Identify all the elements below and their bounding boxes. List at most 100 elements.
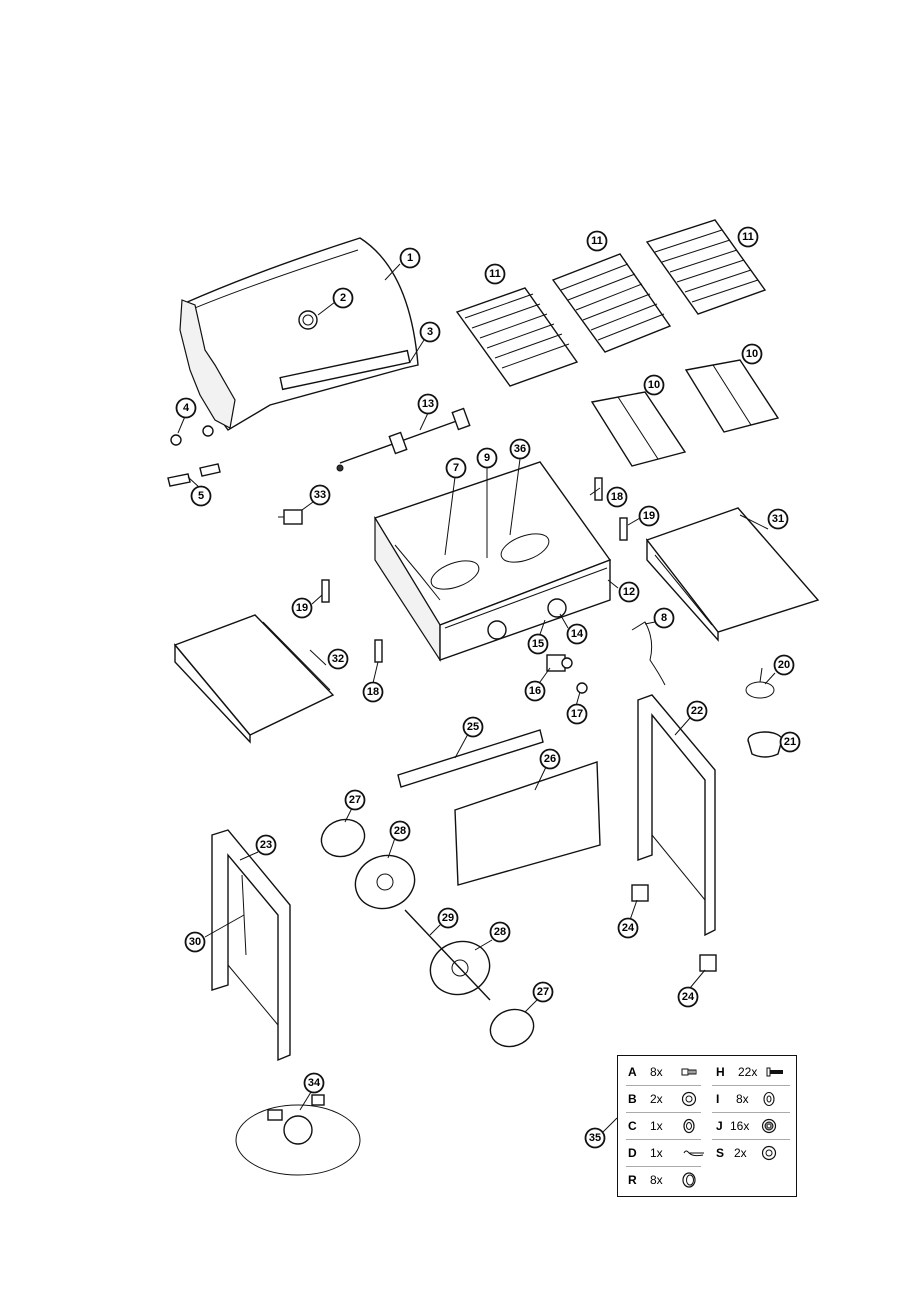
callout-29: 29 xyxy=(437,907,459,929)
right-frame-part xyxy=(637,694,716,937)
catch-pan-holder-part xyxy=(745,667,775,699)
svg-text:24: 24 xyxy=(622,922,635,934)
svg-text:18: 18 xyxy=(611,491,623,503)
callout-32: 32 xyxy=(327,648,349,670)
callout-36: 36 xyxy=(509,438,531,460)
svg-text:22: 22 xyxy=(691,705,703,717)
callout-26: 26 xyxy=(539,748,561,770)
valve-part xyxy=(546,654,588,694)
wheel-part xyxy=(354,854,491,996)
hardware-letter: R xyxy=(628,1173,637,1187)
hardware-qty: 1x xyxy=(650,1146,663,1160)
hardware-row-c: C 1x xyxy=(628,1116,708,1138)
callout-18b: 18 xyxy=(362,681,384,703)
hubcap-part xyxy=(320,818,535,1048)
svg-text:21: 21 xyxy=(784,736,796,748)
hardware-row-a: A 8x xyxy=(628,1062,708,1084)
hardware-letter: H xyxy=(716,1065,725,1079)
callout-27a: 27 xyxy=(344,789,366,811)
callout-11a: 11 xyxy=(484,263,506,285)
screw-icon xyxy=(681,1068,697,1076)
svg-text:35: 35 xyxy=(589,1132,601,1144)
svg-text:36: 36 xyxy=(514,443,526,455)
axle-part xyxy=(404,909,491,1001)
svg-text:10: 10 xyxy=(746,348,758,360)
cooking-grate-part xyxy=(455,219,767,387)
flat-washer-icon xyxy=(761,1145,777,1161)
svg-text:12: 12 xyxy=(623,586,635,598)
callout-30: 30 xyxy=(184,931,206,953)
svg-text:11: 11 xyxy=(591,235,603,247)
callout-23: 23 xyxy=(255,834,277,856)
svg-text:30: 30 xyxy=(189,936,201,948)
front-rail-part xyxy=(397,729,544,788)
hardware-row-b: B 2x xyxy=(628,1089,708,1111)
svg-text:28: 28 xyxy=(394,825,406,837)
callout-2: 2 xyxy=(332,287,354,309)
hardware-letter: I xyxy=(716,1092,720,1106)
svg-text:27: 27 xyxy=(537,986,549,998)
callout-17: 17 xyxy=(566,703,588,725)
callout-24a: 24 xyxy=(617,917,639,939)
svg-text:31: 31 xyxy=(772,513,784,525)
svg-text:10: 10 xyxy=(648,379,660,391)
hardware-letter: B xyxy=(628,1092,637,1106)
svg-text:11: 11 xyxy=(489,268,501,280)
callout-12: 12 xyxy=(618,581,640,603)
lock-washer-icon xyxy=(763,1091,775,1107)
caster-part xyxy=(631,884,717,972)
hardware-qty: 8x xyxy=(650,1065,663,1079)
hardware-letter: C xyxy=(628,1119,637,1133)
svg-text:25: 25 xyxy=(467,721,479,733)
callout-13: 13 xyxy=(417,393,439,415)
svg-text:32: 32 xyxy=(332,653,344,665)
lid-part xyxy=(179,237,419,431)
callout-11b: 11 xyxy=(586,230,608,252)
svg-text:19: 19 xyxy=(643,510,655,522)
svg-text:20: 20 xyxy=(778,659,790,671)
svg-text:24: 24 xyxy=(682,991,695,1003)
hardware-row-s: S 2x xyxy=(716,1143,796,1165)
callout-1: 1 xyxy=(399,247,421,269)
washer-icon xyxy=(681,1091,697,1107)
hardware-row-j: J 16x xyxy=(716,1116,796,1138)
side-shelf-right-part xyxy=(645,507,820,642)
hardware-row-r: R 8x xyxy=(628,1170,708,1192)
callout-10b: 10 xyxy=(741,343,763,365)
svg-text:18: 18 xyxy=(367,686,379,698)
svg-text:27: 27 xyxy=(349,794,361,806)
hardware-qty: 16x xyxy=(730,1119,750,1133)
svg-text:28: 28 xyxy=(494,926,506,938)
hardware-row-h: H 22x xyxy=(716,1062,796,1084)
hardware-qty: 2x xyxy=(650,1092,663,1106)
callout-34: 34 xyxy=(303,1072,325,1094)
callout-21: 21 xyxy=(779,731,801,753)
hardware-letter: S xyxy=(716,1146,725,1160)
manifold-part xyxy=(336,407,471,472)
hardware-qty: 8x xyxy=(736,1092,749,1106)
callout-33: 33 xyxy=(309,484,331,506)
svg-text:29: 29 xyxy=(442,912,454,924)
hardware-letter: A xyxy=(628,1065,637,1079)
nut-icon xyxy=(761,1118,777,1134)
bumper-part xyxy=(170,425,214,446)
callout-11c: 11 xyxy=(737,226,759,248)
thermometer-part xyxy=(298,310,318,330)
front-panel-part xyxy=(454,761,601,886)
svg-text:2: 2 xyxy=(340,292,346,304)
callout-27b: 27 xyxy=(532,981,554,1003)
firebox-part xyxy=(373,461,612,663)
callout-19b: 19 xyxy=(291,597,313,619)
callout-35: 35 xyxy=(584,1127,606,1149)
callout-31: 31 xyxy=(767,508,789,530)
callout-7: 7 xyxy=(445,457,467,479)
hardware-legend: A 8x B 2x C 1x D 1x R 8x H 22x I 8x J 16… xyxy=(617,1055,797,1197)
hardware-letter: J xyxy=(716,1119,723,1133)
hardware-row-d: D 1x xyxy=(628,1143,708,1165)
svg-text:15: 15 xyxy=(532,638,544,650)
svg-text:3: 3 xyxy=(427,326,433,338)
hardware-qty: 8x xyxy=(650,1173,663,1187)
svg-text:14: 14 xyxy=(571,628,584,640)
callout-20: 20 xyxy=(773,654,795,676)
